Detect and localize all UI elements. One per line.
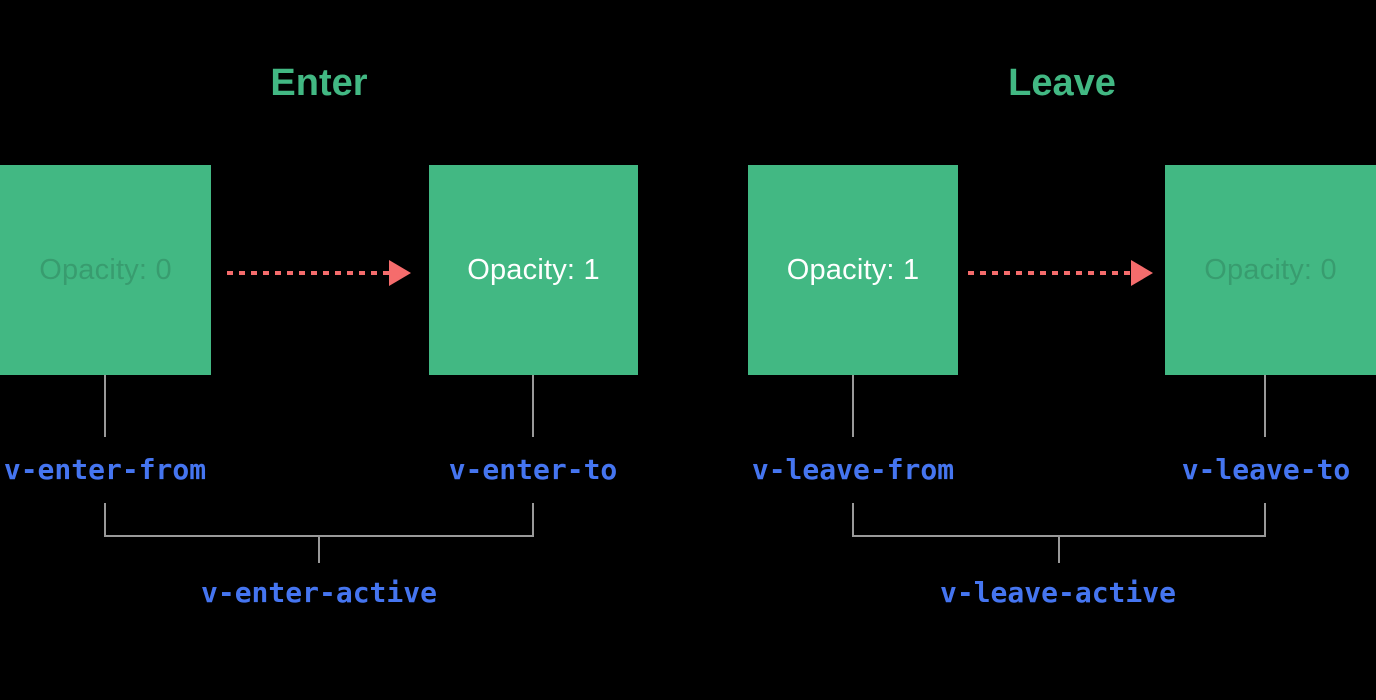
enter-from-connector-line	[104, 375, 106, 437]
enter-from-box: Opacity: 0	[0, 165, 211, 375]
leave-bracket-left-line	[852, 503, 854, 537]
enter-to-box-label: Opacity: 1	[467, 253, 600, 286]
leave-bracket-tick-line	[1058, 537, 1060, 563]
enter-to-class-label: v-enter-to	[448, 453, 618, 486]
enter-bracket-right-line	[532, 503, 534, 537]
enter-active-class-label: v-enter-active	[200, 576, 437, 609]
arrow-head-icon	[1131, 260, 1153, 286]
arrow-head-icon	[389, 260, 411, 286]
leave-to-box-label: Opacity: 0	[1204, 253, 1337, 286]
enter-from-class-label: v-enter-from	[3, 453, 207, 486]
enter-from-box-label: Opacity: 0	[39, 253, 172, 286]
enter-bracket-tick-line	[318, 537, 320, 563]
leave-from-class-label: v-leave-from	[751, 453, 955, 486]
leave-to-connector-line	[1264, 375, 1266, 437]
leave-from-connector-line	[852, 375, 854, 437]
dashed-arrow-right-icon	[227, 271, 390, 275]
enter-bracket-bottom-line	[104, 535, 534, 537]
enter-to-box: Opacity: 1	[429, 165, 638, 375]
leave-to-class-label: v-leave-to	[1181, 453, 1351, 486]
leave-bracket-right-line	[1264, 503, 1266, 537]
leave-active-class-label: v-leave-active	[939, 576, 1176, 609]
enter-to-connector-line	[532, 375, 534, 437]
leave-from-box: Opacity: 1	[748, 165, 958, 375]
leave-to-box: Opacity: 0	[1165, 165, 1376, 375]
leave-from-box-label: Opacity: 1	[786, 253, 920, 286]
enter-section-title: Enter	[270, 62, 368, 104]
dashed-arrow-right-icon	[968, 271, 1131, 275]
leave-section-title: Leave	[1008, 62, 1116, 104]
leave-bracket-bottom-line	[852, 535, 1266, 537]
enter-bracket-left-line	[104, 503, 106, 537]
